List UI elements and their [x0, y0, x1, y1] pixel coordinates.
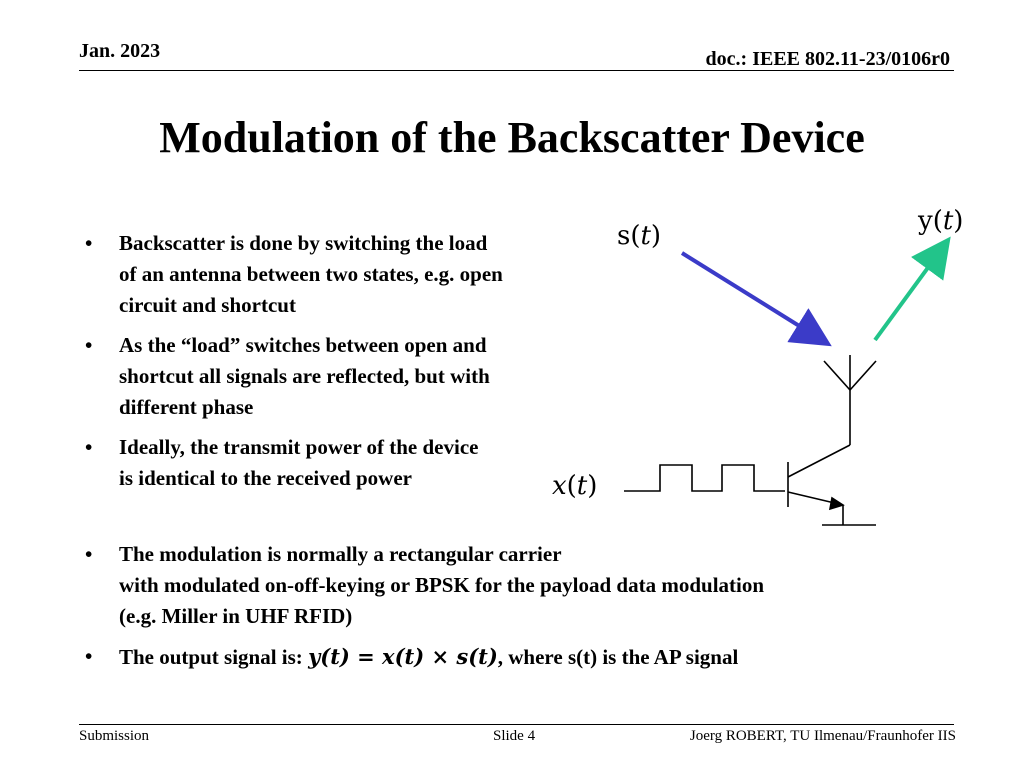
antenna-icon	[823, 355, 877, 445]
bullet-dot-icon: •	[85, 542, 93, 566]
bullet-line: The output signal is: 𝒚(𝒕) = 𝒙(𝒕) × 𝒔(𝒕)…	[119, 641, 959, 673]
output-signal-formula: 𝒚(𝒕) = 𝒙(𝒕) × 𝒔(𝒕)	[308, 644, 498, 669]
footer-divider	[79, 724, 954, 725]
backscatter-diagram: s(𝑡) y(𝑡) 𝑥(𝑡)	[552, 206, 963, 526]
footer-submission: Submission	[79, 728, 150, 744]
bullet-line: (e.g. Miller in UHF RFID)	[119, 604, 353, 628]
input-signal-label: 𝑥(𝑡)	[552, 471, 597, 501]
bullet-dot-icon: •	[85, 231, 93, 255]
header-divider	[79, 70, 954, 71]
formula-suffix: , where s(t) is the AP signal	[497, 645, 739, 669]
transistor-icon	[787, 444, 876, 526]
bullet-item: • The output signal is: 𝒚(𝒕) = 𝒙(𝒕) × 𝒔(…	[79, 641, 959, 673]
formula-prefix: The output signal is:	[119, 645, 309, 669]
bullet-dot-icon: •	[85, 333, 93, 357]
bullet-line: As the “load” switches between open and	[119, 333, 487, 357]
outgoing-signal-arrow	[873, 236, 951, 342]
incoming-signal-arrow	[680, 251, 832, 347]
rectangular-carrier-waveform	[624, 464, 785, 492]
bullet-line: Backscatter is done by switching the loa…	[119, 231, 488, 255]
incoming-signal-label: s(𝑡)	[617, 221, 661, 251]
bullet-line: circuit and shortcut	[119, 293, 296, 317]
bullet-item: • As the “load” switches between open an…	[79, 330, 599, 423]
bullet-dot-icon: •	[85, 435, 93, 459]
bullet-line: different phase	[119, 395, 254, 419]
bullet-item: • Ideally, the transmit power of the dev…	[79, 432, 599, 494]
bullet-line: The modulation is normally a rectangular…	[119, 542, 562, 566]
bullet-item: • The modulation is normally a rectangul…	[79, 539, 959, 632]
footer-author: Joerg ROBERT, TU Ilmenau/Fraunhofer IIS	[689, 728, 956, 744]
outgoing-signal-label: y(𝑡)	[917, 206, 963, 236]
bullet-dot-icon: •	[85, 644, 93, 668]
header-doc-id: doc.: IEEE 802.11-23/0106r0	[705, 48, 950, 70]
bullet-list-bottom: • The modulation is normally a rectangul…	[79, 539, 959, 682]
header-date: Jan. 2023	[79, 40, 161, 62]
slide-title: Modulation of the Backscatter Device	[159, 113, 865, 162]
bullet-item: • Backscatter is done by switching the l…	[79, 228, 599, 321]
bullet-line: with modulated on-off-keying or BPSK for…	[119, 573, 765, 597]
footer-slide-number: Slide 4	[493, 728, 536, 744]
bullet-line: is identical to the received power	[119, 466, 412, 490]
bullet-line: Ideally, the transmit power of the devic…	[119, 435, 479, 459]
bullet-line: of an antenna between two states, e.g. o…	[119, 262, 503, 286]
bullet-list-top: • Backscatter is done by switching the l…	[79, 228, 599, 503]
bullet-line: shortcut all signals are reflected, but …	[119, 364, 490, 388]
